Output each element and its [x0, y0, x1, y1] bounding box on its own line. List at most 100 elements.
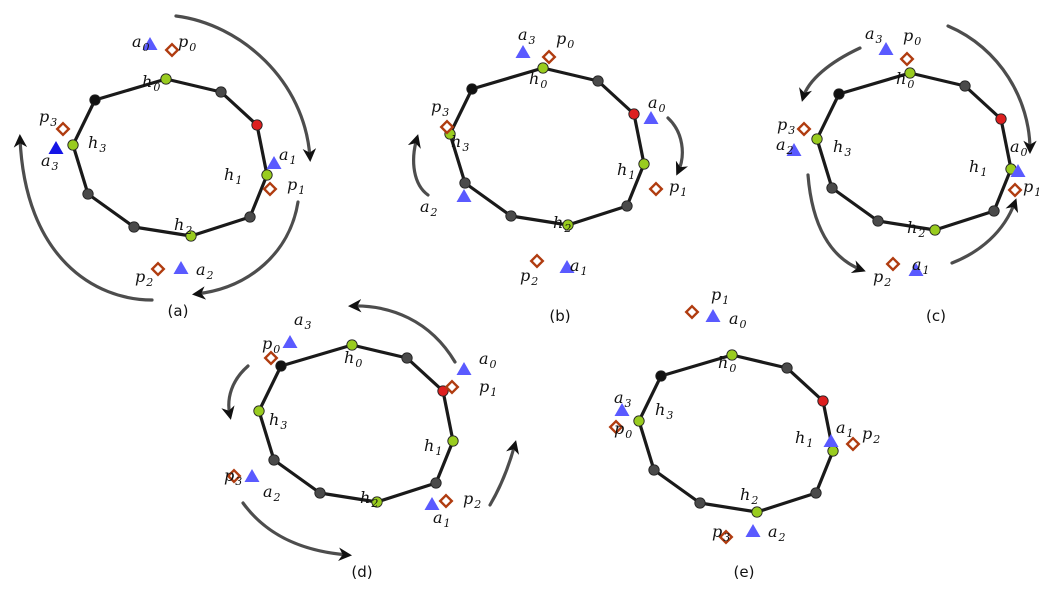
ring-node-gray — [621, 200, 633, 212]
ring-edges — [71, 77, 269, 238]
token-marker — [796, 121, 812, 137]
token-marker — [608, 419, 624, 435]
ring-node-green — [827, 445, 839, 457]
agent-marker — [745, 524, 761, 537]
ring-node-green — [160, 73, 172, 85]
ring-node-black — [89, 94, 101, 106]
node-label: p2 — [862, 424, 880, 446]
token-marker — [845, 436, 861, 452]
node-label: a3 — [518, 25, 536, 47]
rotation-arrow — [666, 116, 689, 176]
node-label: p1 — [479, 377, 497, 399]
panel-caption: (c) — [926, 307, 946, 325]
ring-node-gray — [505, 210, 517, 222]
node-label: a3 — [614, 388, 632, 410]
rotation-arrow — [799, 46, 862, 102]
node-label: h1 — [795, 428, 813, 450]
node-label: h3 — [88, 133, 106, 155]
node-label: h1 — [224, 165, 242, 187]
rotation-arrow — [806, 173, 866, 273]
node-label: h3 — [269, 410, 287, 432]
node-label: h1 — [617, 160, 635, 182]
agent-marker — [786, 143, 802, 156]
ring-node-green — [253, 405, 265, 417]
ring-node-black — [275, 360, 287, 372]
node-label: a0 — [132, 32, 150, 54]
node-label: p0 — [556, 29, 574, 51]
ring-node-gray — [648, 464, 660, 476]
agent-marker — [173, 261, 189, 274]
ring-node-red — [995, 113, 1007, 125]
token-marker — [684, 304, 700, 320]
token-marker — [439, 119, 455, 135]
node-label: a2 — [768, 522, 786, 544]
node-label: p3 — [39, 107, 57, 129]
ring-node-green — [904, 67, 916, 79]
agent-marker — [614, 403, 630, 416]
token-marker — [648, 181, 664, 197]
node-label: p2 — [873, 267, 891, 289]
rotation-arrow — [946, 24, 1037, 155]
agent-marker — [456, 362, 472, 375]
node-label: p2 — [520, 266, 538, 288]
node-label: p2 — [135, 267, 153, 289]
token-marker — [164, 42, 180, 58]
token-marker — [150, 261, 166, 277]
node-label: p3 — [777, 115, 795, 137]
node-label: a1 — [570, 256, 588, 278]
agent-marker — [908, 263, 924, 276]
node-label: a2 — [776, 135, 794, 157]
agent-marker — [48, 141, 64, 154]
node-label: h0 — [529, 69, 547, 91]
token-marker — [444, 379, 460, 395]
token-marker — [226, 468, 242, 484]
node-label: a2 — [263, 482, 281, 504]
ring-node-green — [726, 349, 738, 361]
agent-marker — [424, 497, 440, 510]
ring-node-gray — [810, 487, 822, 499]
token-marker — [718, 529, 734, 545]
rotation-arrow — [174, 14, 317, 163]
ring-node-red — [628, 108, 640, 120]
node-label: p3 — [431, 97, 449, 119]
ring-node-gray — [430, 477, 442, 489]
rotation-arrow — [347, 299, 457, 364]
node-label: p1 — [1023, 177, 1041, 199]
node-label: h0 — [142, 72, 160, 94]
ring-node-green — [638, 158, 650, 170]
ring-node-gray — [128, 221, 140, 233]
node-label: p0 — [903, 26, 921, 48]
agent-marker — [705, 309, 721, 322]
ring-node-green — [371, 496, 383, 508]
node-label: a3 — [294, 310, 312, 332]
ring-node-red — [251, 119, 263, 131]
panel-caption: (b) — [549, 307, 570, 325]
agent-marker — [643, 111, 659, 124]
ring-edges — [448, 66, 646, 227]
ring-node-green — [447, 435, 459, 447]
ring-node-red — [817, 395, 829, 407]
node-label: h2 — [360, 488, 378, 510]
node-label: p0 — [262, 334, 280, 356]
panel-caption: (d) — [351, 563, 372, 581]
ring-node-gray — [826, 182, 838, 194]
node-label: a0 — [729, 309, 747, 331]
node-label: a1 — [279, 145, 297, 167]
ring-node-green — [751, 506, 763, 518]
token-marker — [885, 256, 901, 272]
node-label: p3 — [712, 522, 730, 544]
token-marker — [263, 350, 279, 366]
agent-marker — [266, 156, 282, 169]
node-label: a0 — [479, 349, 497, 371]
node-label: a1 — [433, 508, 451, 530]
node-label: h1 — [969, 157, 987, 179]
ring-node-green — [185, 230, 197, 242]
token-marker — [55, 121, 71, 137]
node-label: h3 — [833, 137, 851, 159]
ring-node-gray — [988, 205, 1000, 217]
